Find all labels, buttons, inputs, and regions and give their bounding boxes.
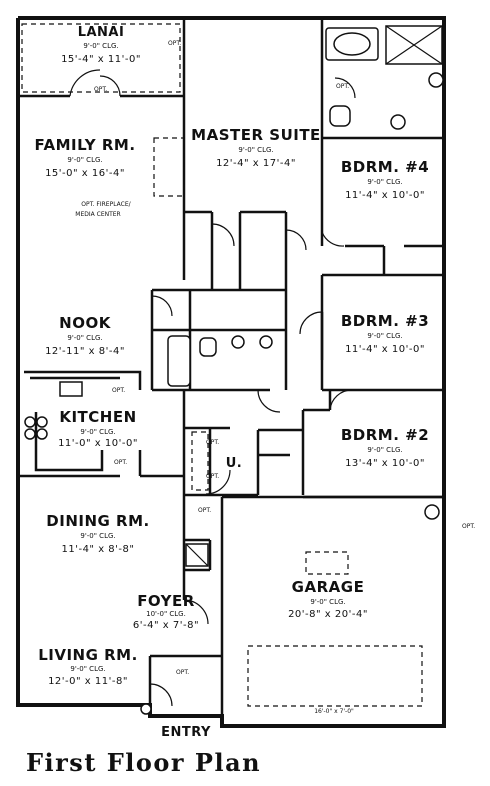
sink-icon-2 <box>390 114 406 130</box>
living-name: LIVING RM. <box>38 646 138 664</box>
room-kitchen: KITCHEN 9'-0" CLG. 11'-0" x 10'-0" <box>58 408 138 449</box>
bdrm2-ceiling: 9'-0" CLG. <box>367 446 402 454</box>
room-bdrm4: BDRM. #4 9'-0" CLG. 11'-4" x 10'-0" <box>341 158 429 201</box>
opt-label-master-bath: OPT. <box>336 83 349 90</box>
nook-size: 12'-11" x 8'-4" <box>45 346 125 357</box>
opt-label-lanai-door: OPT. <box>94 86 107 93</box>
master-size: 12'-4" x 17'-4" <box>216 158 296 169</box>
bdrm4-name: BDRM. #4 <box>341 158 429 176</box>
entry-light-icon <box>140 703 152 715</box>
foyer-name: FOYER <box>137 592 195 610</box>
opt-label-garage-entry: OPT. <box>198 507 211 514</box>
lanai-ceiling: 9'-0" CLG. <box>83 42 118 50</box>
opt-label-kitchen: OPT. <box>112 387 125 394</box>
garage-attic-outline <box>305 551 349 575</box>
garage-name: GARAGE <box>292 578 365 596</box>
lanai-name: LANAI <box>78 25 125 40</box>
bdrm4-ceiling: 9'-0" CLG. <box>367 178 402 186</box>
hall-toilet-icon <box>199 337 217 357</box>
garage-door-size: 16'-0" x 7'-0" <box>314 708 354 715</box>
sink-icon <box>428 72 444 88</box>
range-icon-4 <box>36 428 48 440</box>
kitchen-ceiling: 9'-0" CLG. <box>80 428 115 436</box>
living-size: 12'-0" x 11'-8" <box>48 676 128 687</box>
hall-sink-icon-2 <box>259 335 273 349</box>
garage-door-outline <box>247 645 423 707</box>
opt-label-kitchen-2: OPT. <box>114 459 127 466</box>
water-heater-icon <box>424 504 440 520</box>
dashed-outlines <box>21 23 423 707</box>
hall-sink-icon <box>231 335 245 349</box>
foyer-ceiling: 10'-0" CLG. <box>146 610 186 618</box>
room-master: MASTER SUITE 9'-0" CLG. 12'-4" x 17'-4" <box>191 126 321 169</box>
tub-basin-icon <box>333 32 371 56</box>
garage-ceiling: 9'-0" CLG. <box>310 598 345 606</box>
room-family: FAMILY RM. 9'-0" CLG. 15'-0" x 16'-4" OP… <box>34 136 135 218</box>
toilet-icon <box>329 105 351 127</box>
opt-label-lanai: OPT. <box>168 40 181 47</box>
bdrm2-name: BDRM. #2 <box>341 426 429 444</box>
nook-ceiling: 9'-0" CLG. <box>67 334 102 342</box>
room-bdrm2: BDRM. #2 9'-0" CLG. 13'-4" x 10'-0" <box>341 426 429 469</box>
entry-label: ENTRY <box>161 725 211 740</box>
bdrm3-size: 11'-4" x 10'-0" <box>345 344 425 355</box>
range-icon-2 <box>36 416 48 428</box>
room-foyer: FOYER 10'-0" CLG. 6'-4" x 7'-8" <box>133 592 199 631</box>
bdrm3-ceiling: 9'-0" CLG. <box>367 332 402 340</box>
living-ceiling: 9'-0" CLG. <box>70 665 105 673</box>
kitchen-size: 11'-0" x 10'-0" <box>58 438 138 449</box>
nook-name: NOOK <box>59 314 112 332</box>
opt-label-garage-side: OPT. <box>462 523 475 530</box>
lanai-size: 15'-4" x 11'-0" <box>61 54 141 65</box>
garage-size: 20'-8" x 20'-4" <box>288 609 368 620</box>
door-swings <box>69 69 356 707</box>
room-living: LIVING RM. 9'-0" CLG. 12'-0" x 11'-8" <box>38 646 138 687</box>
opt-label-entry: OPT. <box>176 669 189 676</box>
hall-tub-icon <box>167 335 191 387</box>
room-garage: GARAGE 9'-0" CLG. 20'-8" x 20'-4" 16'-0"… <box>288 578 368 715</box>
media-center-note: MEDIA CENTER <box>75 211 120 218</box>
room-dining: DINING RM. 9'-0" CLG. 11'-4" x 8'-8" <box>46 512 149 555</box>
master-ceiling: 9'-0" CLG. <box>238 146 273 154</box>
range-icon-3 <box>24 428 36 440</box>
dining-ceiling: 9'-0" CLG. <box>80 532 115 540</box>
fixtures <box>24 25 444 567</box>
fireplace-note: OPT. FIREPLACE/ <box>81 201 131 208</box>
dining-size: 11'-4" x 8'-8" <box>61 544 134 555</box>
family-name: FAMILY RM. <box>34 136 135 154</box>
bdrm4-size: 11'-4" x 10'-0" <box>345 190 425 201</box>
master-name: MASTER SUITE <box>191 126 321 144</box>
family-size: 15'-0" x 16'-4" <box>45 168 125 179</box>
opt-label-pantry-2: OPT. <box>206 473 219 480</box>
dining-name: DINING RM. <box>46 512 149 530</box>
room-bdrm3: BDRM. #3 9'-0" CLG. 11'-4" x 10'-0" <box>341 312 429 355</box>
bdrm3-name: BDRM. #3 <box>341 312 429 330</box>
fireplace-outline <box>153 137 185 197</box>
utility-label: U. <box>226 456 243 471</box>
kitchen-sink-icon <box>59 381 83 397</box>
room-lanai: LANAI 9'-0" CLG. 15'-4" x 11'-0" <box>61 25 141 65</box>
opt-label-pantry: OPT. <box>206 439 219 446</box>
interior-walls <box>18 18 444 726</box>
foyer-size: 6'-4" x 7'-8" <box>133 620 199 631</box>
kitchen-name: KITCHEN <box>59 408 136 426</box>
family-ceiling: 9'-0" CLG. <box>67 156 102 164</box>
room-nook: NOOK 9'-0" CLG. 12'-11" x 8'-4" <box>45 314 125 357</box>
bdrm2-size: 13'-4" x 10'-0" <box>345 458 425 469</box>
plan-title: First Floor Plan <box>26 748 262 777</box>
range-icon <box>24 416 36 428</box>
